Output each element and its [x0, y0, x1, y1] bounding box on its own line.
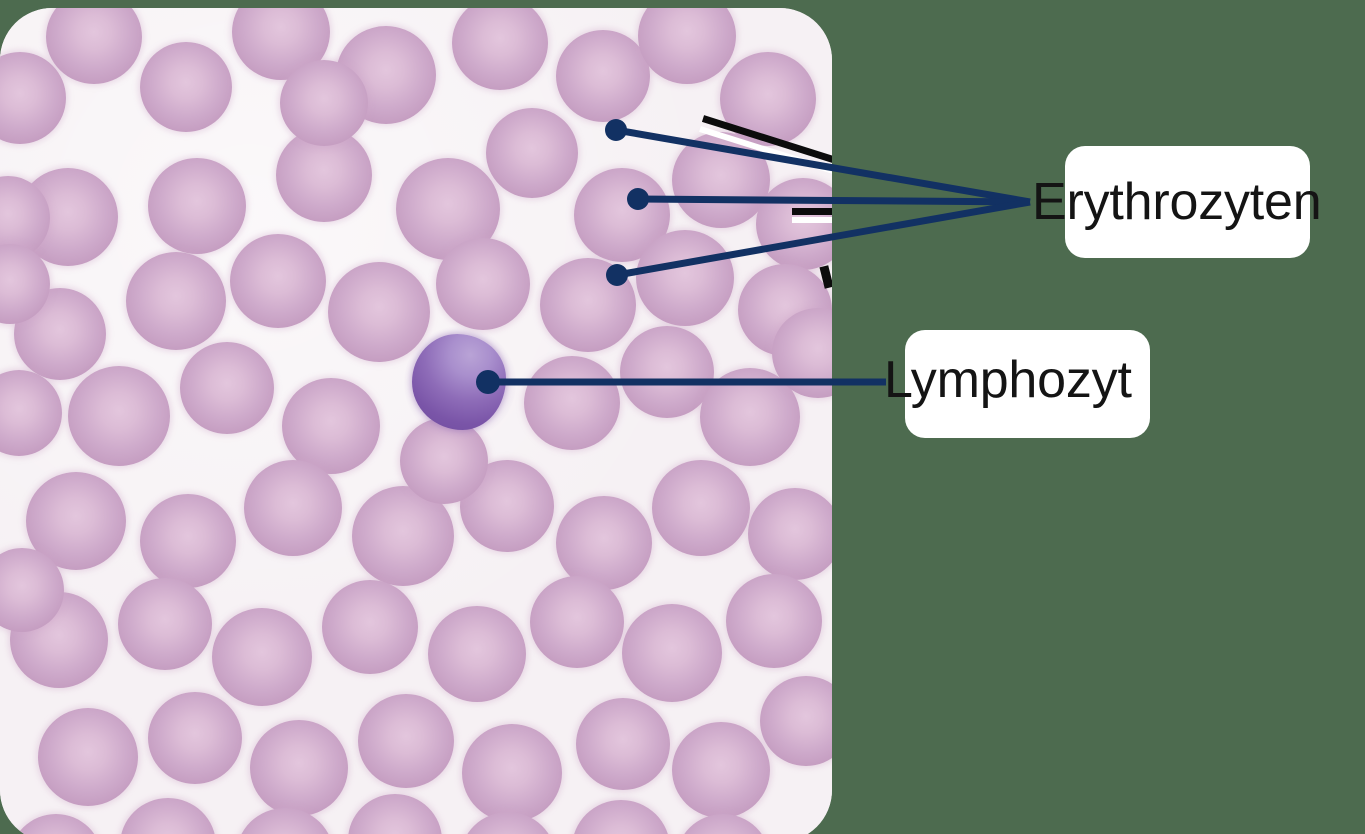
erythrozyten-leader-3 — [616, 198, 1031, 279]
legacy-mark-highlight-2 — [792, 217, 832, 223]
erythrozyten-leader-2 — [637, 195, 1031, 206]
lymphozyt-label: Lymphozyt — [884, 351, 1132, 409]
erythrozyten-leader-group — [605, 119, 1031, 286]
lymphozyt-label-box — [905, 330, 1150, 438]
erythrocyte-field — [0, 8, 832, 834]
erythrozyten-label-box — [1065, 146, 1310, 258]
erythrozyten-marker-dot-3 — [606, 264, 628, 286]
legacy-mark-2 — [792, 208, 832, 215]
erythrozyten-marker-dot-1 — [605, 119, 627, 141]
erythrozyten-label: Erythrozyten — [1032, 173, 1322, 231]
lymphozyt-marker-dot-1 — [476, 370, 500, 394]
lymphozyt-leader-group — [476, 370, 886, 394]
erythrozyten-marker-dot-2 — [627, 188, 649, 210]
erythrozyten-leader-1 — [615, 126, 1031, 206]
